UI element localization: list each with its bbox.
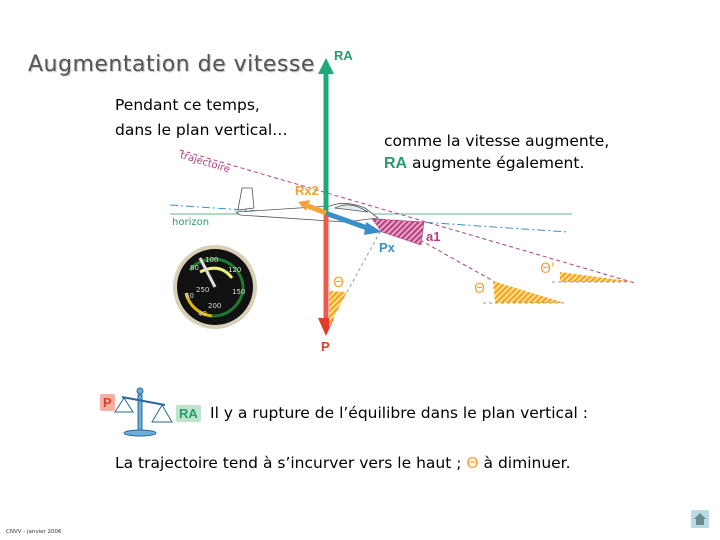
svg-text:250: 250 — [196, 286, 209, 294]
svg-text:60: 60 — [185, 292, 194, 300]
theta-hatch — [493, 281, 565, 303]
statement-2-before: La trajectoire tend à s’incurver vers le… — [115, 454, 467, 472]
home-icon — [694, 513, 706, 525]
theta-guide-line — [346, 231, 381, 293]
ra-label: RA — [334, 48, 353, 63]
statement-2-after: à diminuer. — [478, 454, 571, 472]
page-title: Augmentation de vitesse — [28, 52, 315, 77]
balance-ra-badge: RA — [176, 405, 201, 422]
theta-label: Θ — [474, 281, 486, 297]
intro-line-1: Pendant ce temps, — [115, 96, 260, 114]
theta-inline: Θ — [466, 454, 479, 472]
note-line-1: comme la vitesse augmente, — [384, 132, 610, 150]
horizon-label: horizon — [172, 217, 210, 228]
ra-arrowhead — [318, 58, 334, 74]
balance-scale-icon — [114, 387, 173, 437]
trajectory-line — [179, 149, 636, 284]
svg-text:100: 100 — [205, 256, 218, 264]
a1-hatch — [371, 218, 425, 246]
rx2-arrowhead — [298, 200, 310, 211]
svg-text:40: 40 — [198, 310, 207, 318]
svg-text:80: 80 — [190, 264, 199, 272]
statement-2: La trajectoire tend à s’incurver vers le… — [115, 454, 571, 472]
intro-line-2: dans le plan vertical… — [115, 121, 288, 139]
rx2-arrow — [307, 203, 327, 216]
note-line-2: RA augmente également. — [384, 154, 584, 173]
p-label: P — [321, 339, 330, 354]
rx2-label: Rx2 — [295, 183, 319, 198]
theta-label-p: Θ — [333, 275, 345, 291]
px-label: Px — [379, 240, 395, 255]
ra-inline-label: RA — [384, 155, 408, 172]
balance-p-badge: P — [100, 394, 115, 411]
theta-hatch-p — [329, 291, 347, 327]
home-button[interactable] — [691, 510, 709, 528]
theta-prime-hatch — [560, 272, 635, 282]
px-arrow — [327, 211, 371, 232]
airspeed-gauge-icon: 100 120 150 200 250 80 60 40 — [173, 245, 257, 329]
svg-text:150: 150 — [232, 288, 245, 296]
footer: CNVV - janvier 2006 — [6, 529, 62, 535]
px-arrowhead — [364, 222, 382, 235]
note-line-2-text: augmente également. — [407, 154, 585, 172]
theta-prime-label: Θ' — [540, 261, 555, 277]
statement-1: Il y a rupture de l’équilibre dans le pl… — [210, 404, 589, 422]
trajectory-line-2 — [419, 239, 496, 283]
a1-label: a1 — [426, 229, 441, 244]
svg-text:200: 200 — [208, 302, 221, 310]
svg-text:120: 120 — [228, 266, 241, 274]
